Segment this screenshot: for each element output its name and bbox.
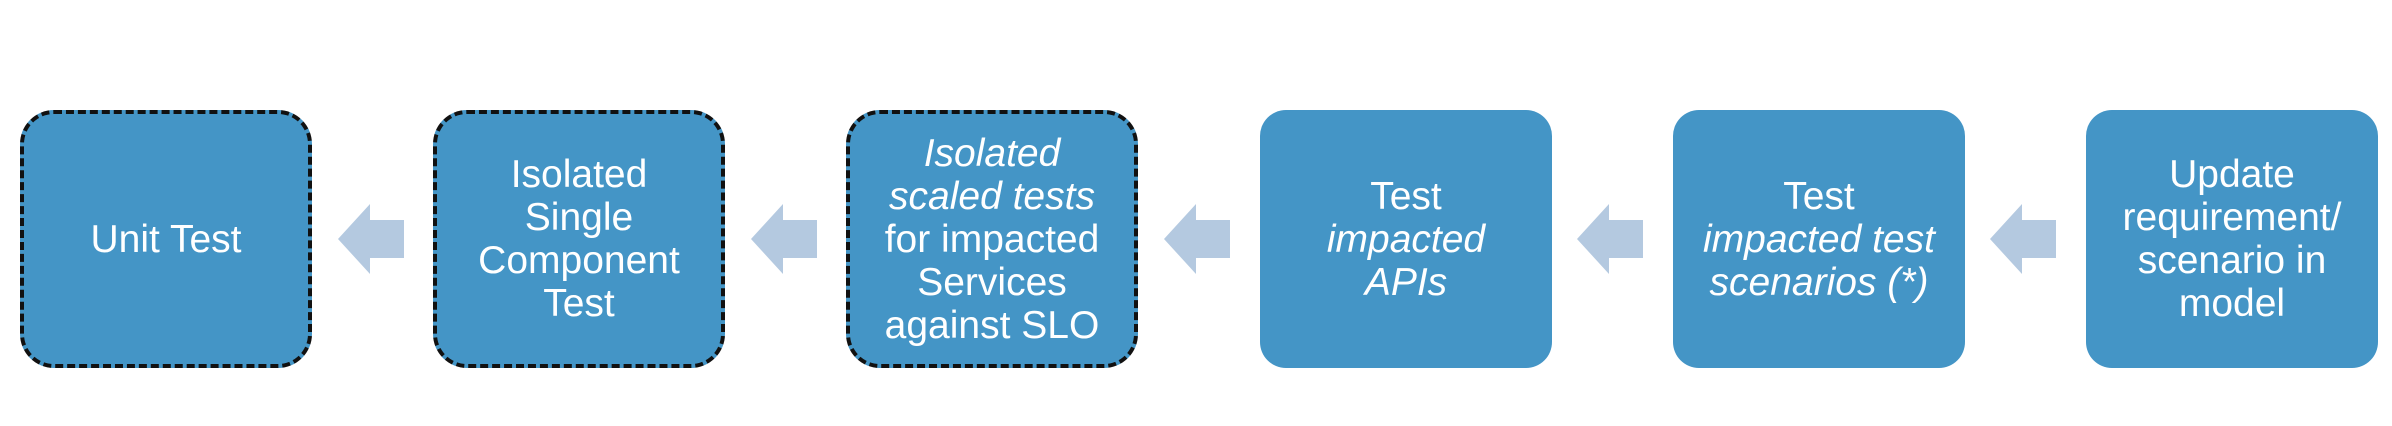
flow-arrow-3	[1164, 204, 1230, 274]
step-label-line: scenarios (*)	[1709, 260, 1929, 304]
step-label-line: impacted test	[1703, 217, 1935, 261]
step-label-line: Update	[2169, 153, 2295, 196]
step-label-line: for impacted	[884, 217, 1100, 261]
step-unit-test: Unit Test	[20, 110, 312, 368]
step-label-line: Test	[1370, 174, 1442, 218]
step-label-line: Single	[524, 196, 634, 239]
step-label-line: Test	[543, 282, 615, 325]
step-label-line: Test	[1783, 174, 1855, 218]
step-label-line: requirement/	[2122, 196, 2342, 239]
left-arrow-icon	[1164, 204, 1230, 274]
flow-arrow-1	[338, 204, 404, 274]
flow-arrow-4	[1577, 204, 1643, 274]
left-arrow-icon	[1990, 204, 2056, 274]
step-label-line: Component	[478, 239, 680, 282]
left-arrow-icon	[338, 204, 404, 274]
step-label-line: Unit Test	[90, 217, 242, 261]
step-label-line: scenario in	[2137, 239, 2327, 282]
left-arrow-icon	[751, 204, 817, 274]
left-arrow-icon	[1577, 204, 1643, 274]
flow-arrow-5	[1990, 204, 2056, 274]
step-label-line: scaled tests	[889, 174, 1095, 218]
flow-arrow-2	[751, 204, 817, 274]
step-label-line: against SLO	[884, 303, 1100, 347]
step-label-line: Isolated	[510, 153, 648, 196]
step-label-line: Isolated	[923, 131, 1061, 175]
step-label-line: impacted	[1326, 217, 1486, 261]
step-label-line: Services	[917, 260, 1067, 304]
step-label-line: model	[2178, 282, 2286, 325]
step-label-line: APIs	[1364, 260, 1448, 304]
